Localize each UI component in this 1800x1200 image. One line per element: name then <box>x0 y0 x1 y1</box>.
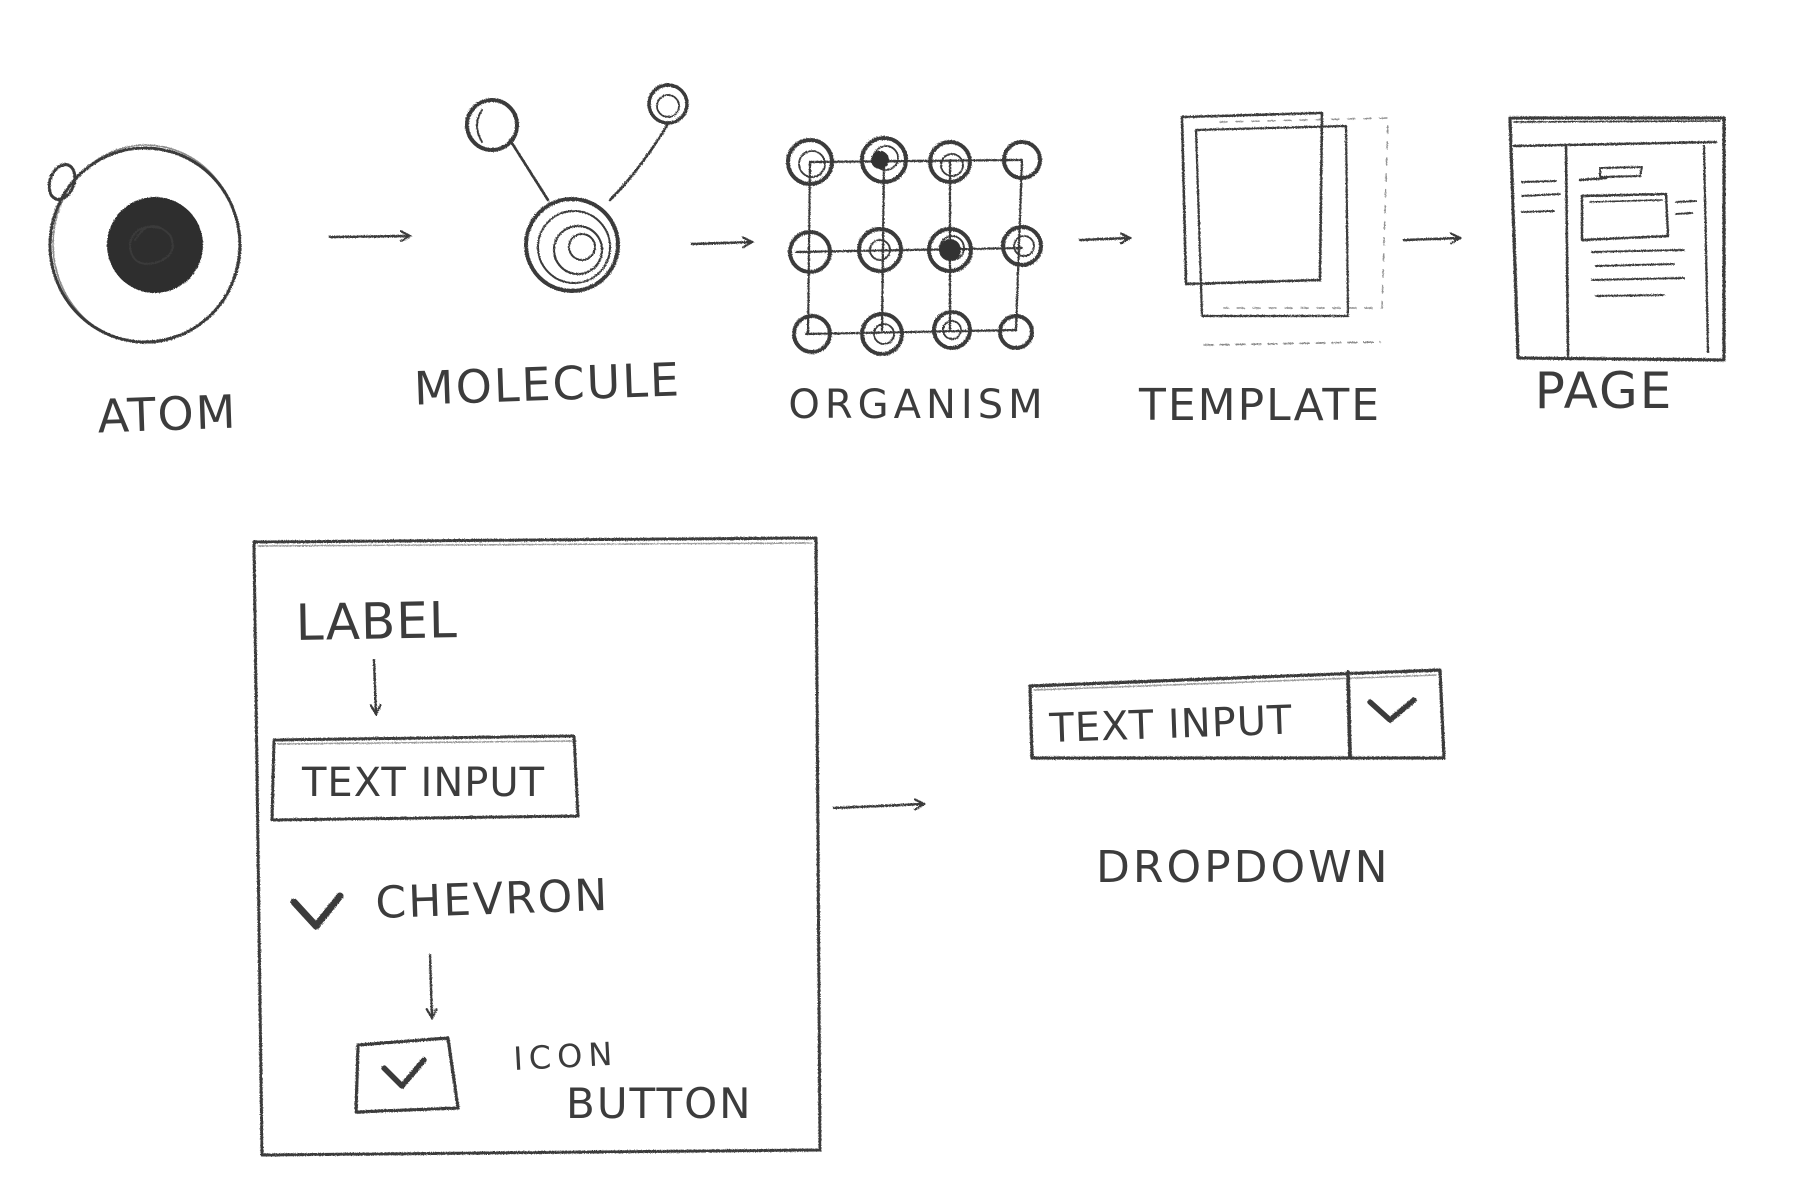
dropdown-labels: TEXT INPUT DROPDOWN <box>1048 698 1391 893</box>
stage-label-template: TEMPLATE <box>1138 380 1381 431</box>
chevron-to-button-arrow <box>430 953 432 1018</box>
page-icon <box>1508 116 1726 362</box>
dropdown-chevron-icon <box>1367 697 1417 723</box>
breakdown-labels: LABEL TEXT INPUT CHEVRON ICON BUTTON <box>295 591 753 1128</box>
chevron-label-text: CHEVRON <box>375 870 610 929</box>
chevron-icon <box>290 892 344 930</box>
organism-icon <box>786 136 1043 356</box>
stage-labels: ATOM MOLECULE ORGANISM TEMPLATE PAGE <box>97 352 1674 444</box>
flow-arrow-3 <box>1078 238 1130 240</box>
icon-button-sketch <box>354 1036 460 1114</box>
template-icon <box>1180 111 1389 346</box>
dropdown-breakdown-box <box>252 536 822 1157</box>
stage-label-molecule: MOLECULE <box>413 352 682 415</box>
icon-button-chevron-icon <box>381 1057 427 1089</box>
breakdown-label-text: LABEL <box>295 591 458 652</box>
icon-button-label-line1: ICON <box>512 1035 619 1078</box>
label-to-input-arrow <box>374 658 376 714</box>
dropdown-sketch <box>1028 668 1446 760</box>
flow-arrow-1 <box>328 236 410 237</box>
icon-button-label-line2: BUTTON <box>566 1079 753 1128</box>
dropdown-text-input-text: TEXT INPUT <box>1048 698 1294 752</box>
flow-arrow-4 <box>1402 238 1460 240</box>
flow-arrow-2 <box>690 242 752 244</box>
dropdown-caption: DROPDOWN <box>1096 842 1391 893</box>
stage-label-atom: ATOM <box>97 385 239 444</box>
breakdown-text-input-text: TEXT INPUT <box>301 760 545 806</box>
atom-icon <box>47 144 242 344</box>
molecule-icon <box>465 83 689 293</box>
stage-label-page: PAGE <box>1535 362 1674 420</box>
breakdown-to-dropdown-arrow <box>832 804 924 808</box>
breakdown-text-input-box <box>270 734 580 822</box>
stage-label-organism: ORGANISM <box>788 382 1047 428</box>
